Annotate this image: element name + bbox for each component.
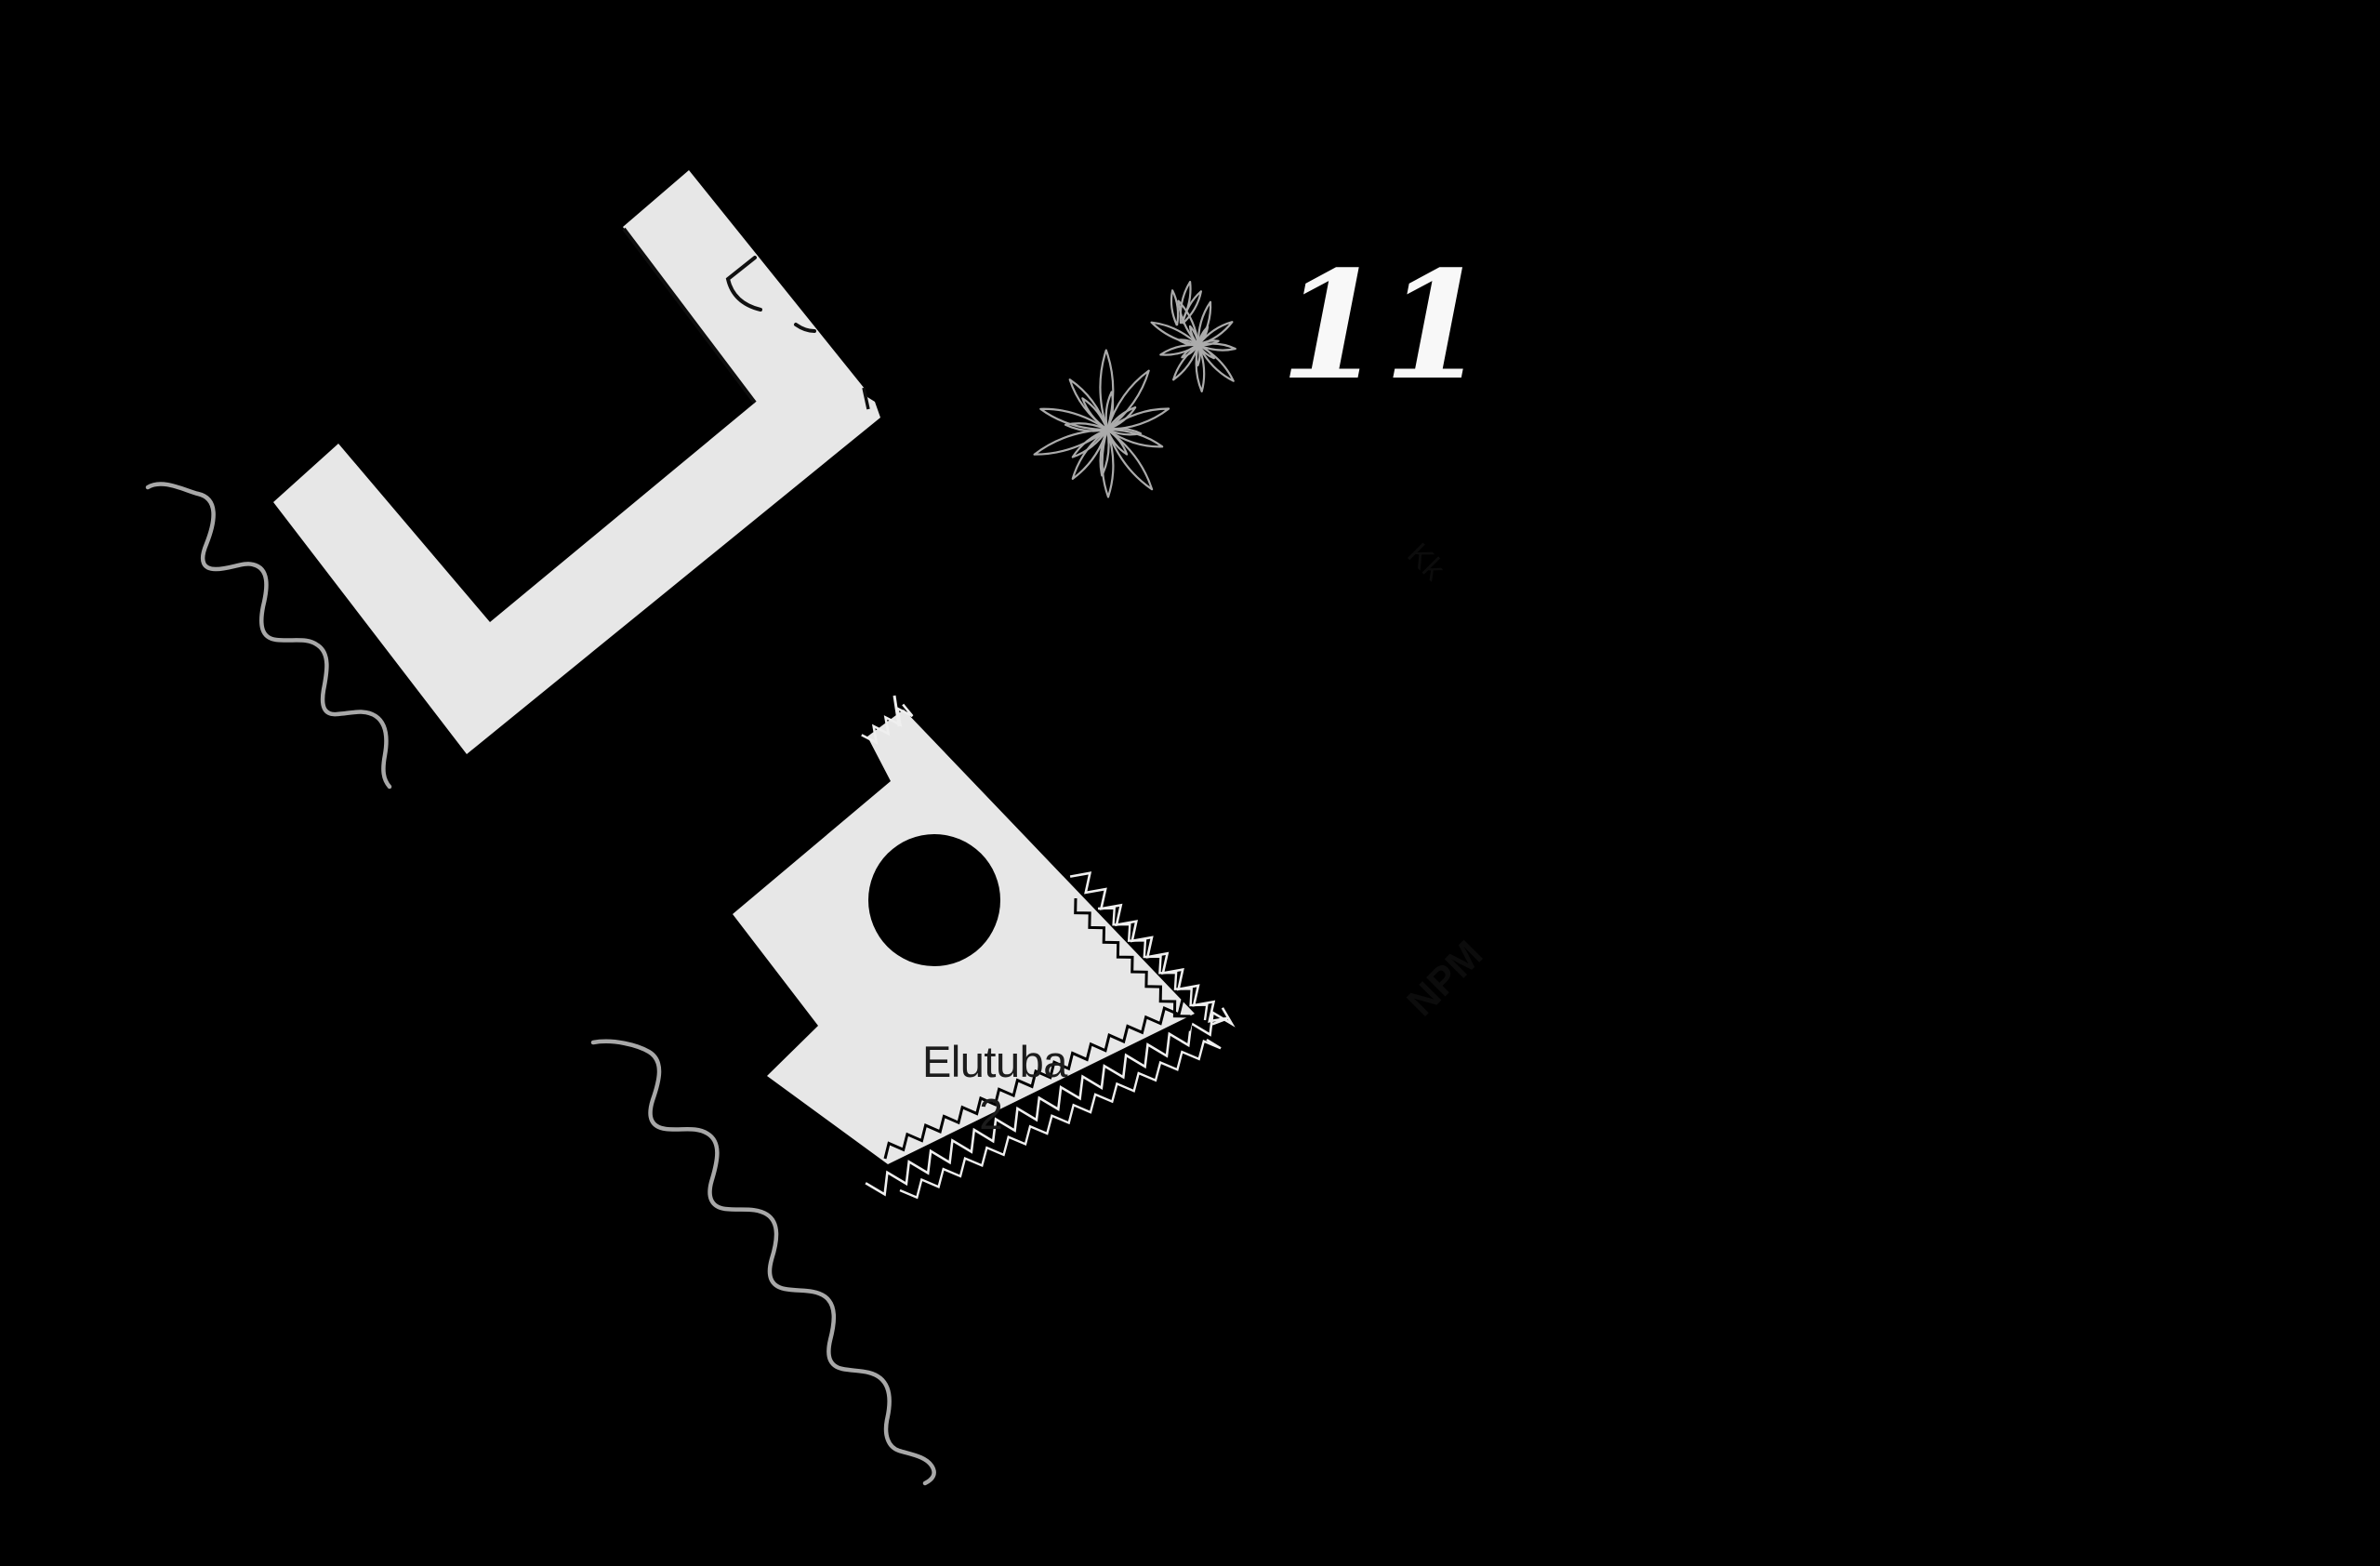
- room-area-label: 2: [979, 1090, 1003, 1138]
- building-footprint: [273, 170, 880, 754]
- rug-fringe-tab: [861, 703, 914, 745]
- door-swing-icon: [725, 256, 762, 312]
- wall-step-line: [862, 387, 870, 410]
- rug-block: Elutuba 2: [733, 695, 1236, 1200]
- rug-circle: [868, 834, 1000, 966]
- wall-opening-tick: [794, 323, 816, 333]
- rug-fringe-bottom-outer2: [899, 1038, 1222, 1200]
- wall-line: [622, 227, 757, 405]
- plant-icon: [1033, 281, 1236, 498]
- squiggle-line-upper: [145, 482, 392, 790]
- rug-fringe-right-outer2: [1097, 907, 1209, 1021]
- room-name-label: Elutuba: [922, 1037, 1068, 1086]
- rug-fringe-bottom-inner: [883, 996, 1194, 1160]
- rug-fringe-tab-tick: [892, 695, 901, 727]
- squiggle-line-lower: [590, 1039, 936, 1486]
- rug-fringe-right-inner: [1074, 897, 1194, 1031]
- unit-number-label: 11: [1280, 238, 1488, 413]
- rug-fringe-bottom-outer: [865, 1007, 1236, 1197]
- building-block: [273, 170, 880, 754]
